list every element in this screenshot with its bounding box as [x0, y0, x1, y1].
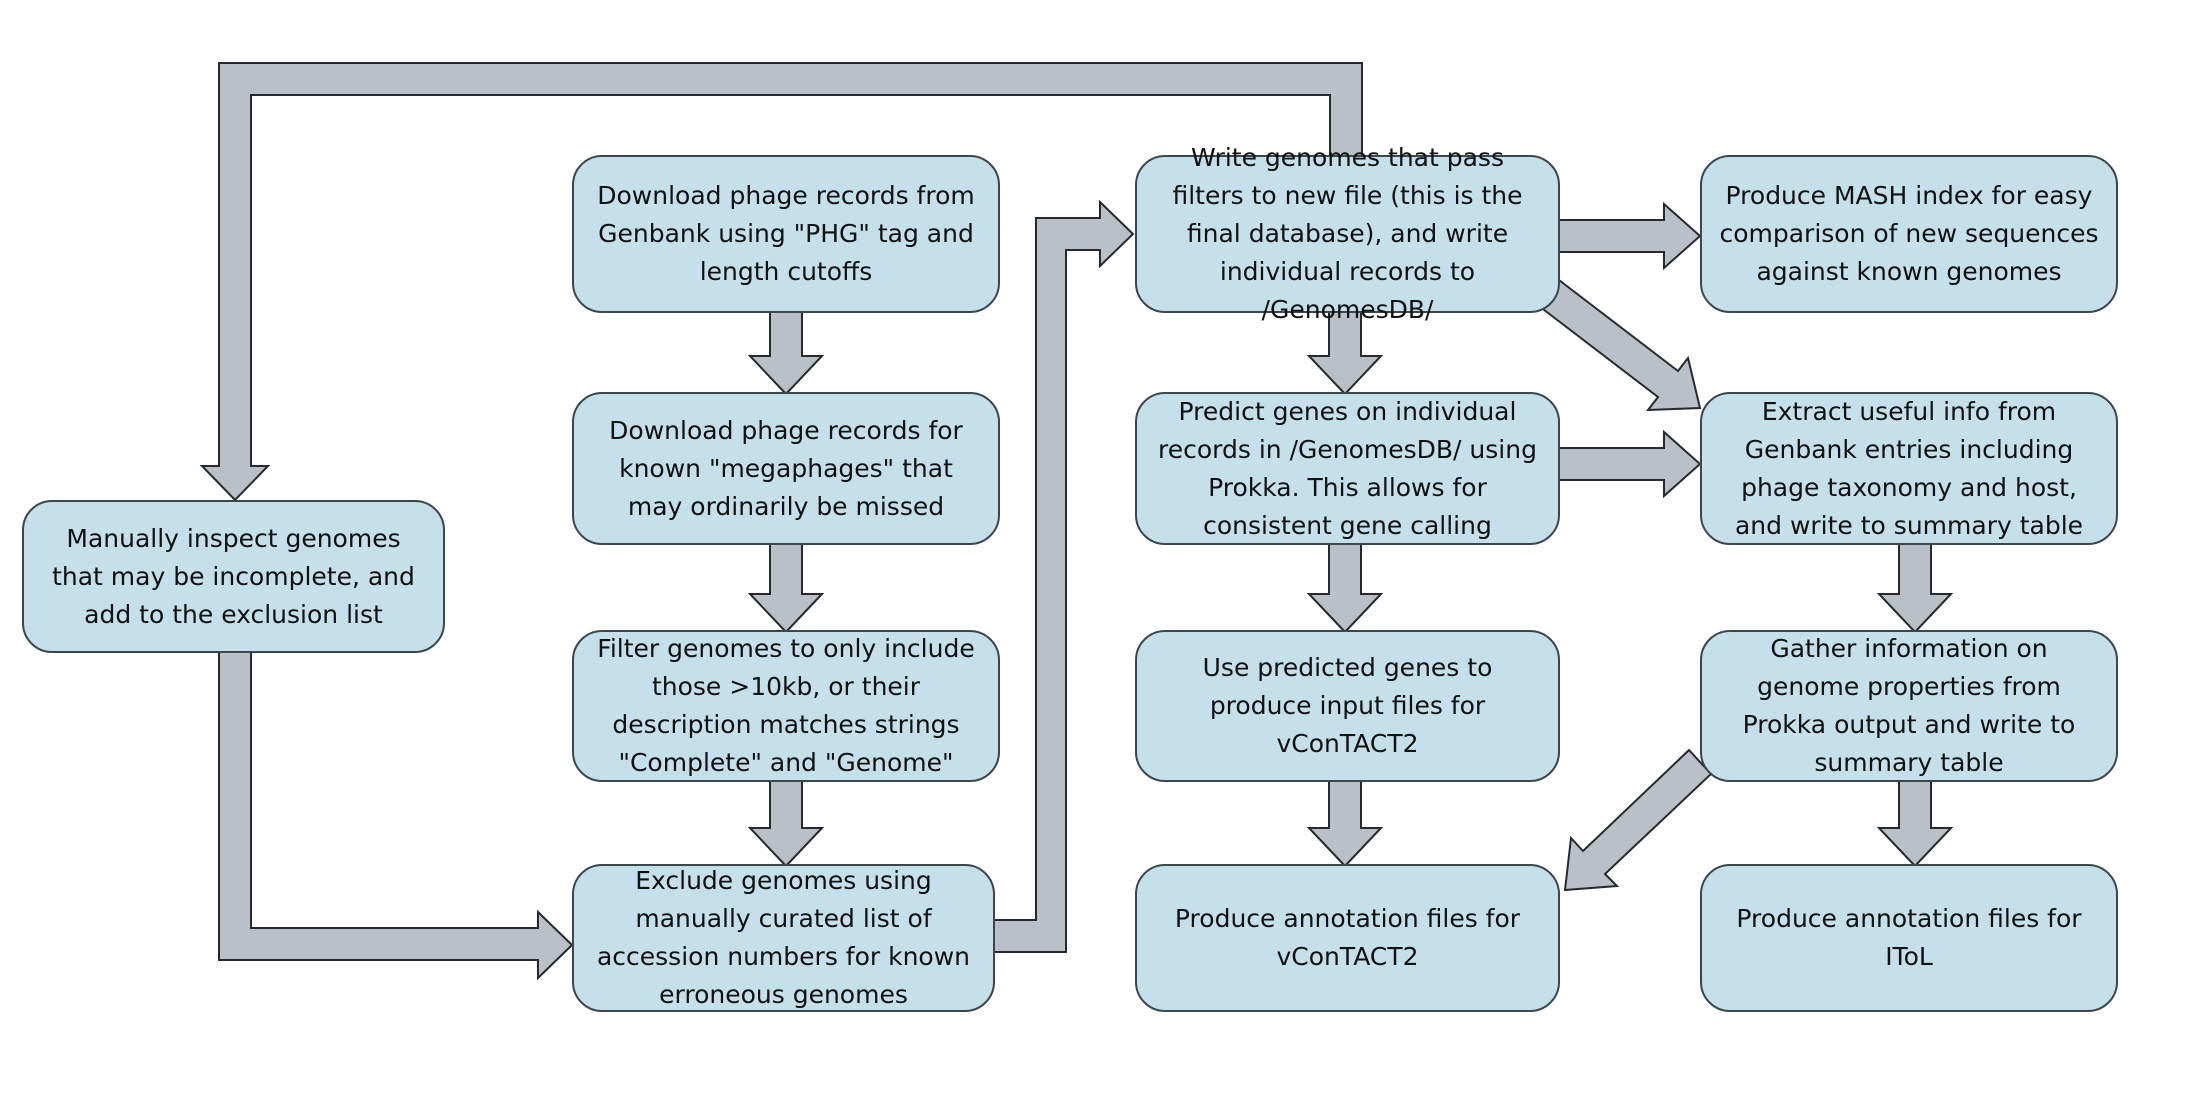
- arrow-megaphages-to-filter: [747, 542, 825, 634]
- node-mash-index: Produce MASH index for easy comparison o…: [1700, 155, 2118, 313]
- node-extract-info: Extract useful info from Genbank entries…: [1700, 392, 2118, 545]
- node-use-predicted-genes: Use predicted genes to produce input fil…: [1135, 630, 1560, 782]
- node-write-genomes: Write genomes that pass filters to new f…: [1135, 143, 1560, 324]
- node-predict-genes: Predict genes on individual records in /…: [1135, 392, 1560, 545]
- arrow-manually-inspect-to-exclude-genomes: [218, 649, 574, 981]
- node-download-phg: Download phage records from Genbank usin…: [572, 155, 1000, 313]
- arrow-extract-info-to-gather-info: [1876, 542, 1954, 634]
- arrow-gather-info-to-produce-vcontact2: [1563, 748, 1713, 892]
- arrow-exclude-genomes-to-write-genomes: [989, 199, 1135, 953]
- arrow-download-phg-to-megaphages: [747, 310, 825, 396]
- arrow-write-genomes-to-mash-index: [1557, 201, 1702, 271]
- arrow-write-genomes-to-manually-inspect: [199, 62, 1363, 502]
- arrow-predict-genes-to-extract-info: [1557, 429, 1702, 499]
- arrow-write-genomes-to-predict-genes: [1306, 310, 1384, 396]
- node-gather-info: Gather information on genome properties …: [1700, 630, 2118, 782]
- node-produce-annotation-vcontact2: Produce annotation files for vConTACT2: [1135, 864, 1560, 1012]
- node-manually-inspect: Manually inspect genomes that may be inc…: [22, 500, 445, 653]
- node-produce-annotation-itol: Produce annotation files for IToL: [1700, 864, 2118, 1012]
- arrow-filter-to-exclude: [747, 779, 825, 868]
- arrow-gather-info-to-produce-itol: [1876, 779, 1954, 868]
- node-exclude-genomes: Exclude genomes using manually curated l…: [572, 864, 995, 1012]
- node-download-megaphages: Download phage records for known "megaph…: [572, 392, 1000, 545]
- arrow-use-predicted-to-produce-vcontact2: [1306, 779, 1384, 868]
- arrow-write-genomes-to-extract-info: [1533, 275, 1702, 412]
- arrow-predict-genes-to-use-predicted: [1306, 542, 1384, 634]
- node-filter-genomes: Filter genomes to only include those >10…: [572, 630, 1000, 782]
